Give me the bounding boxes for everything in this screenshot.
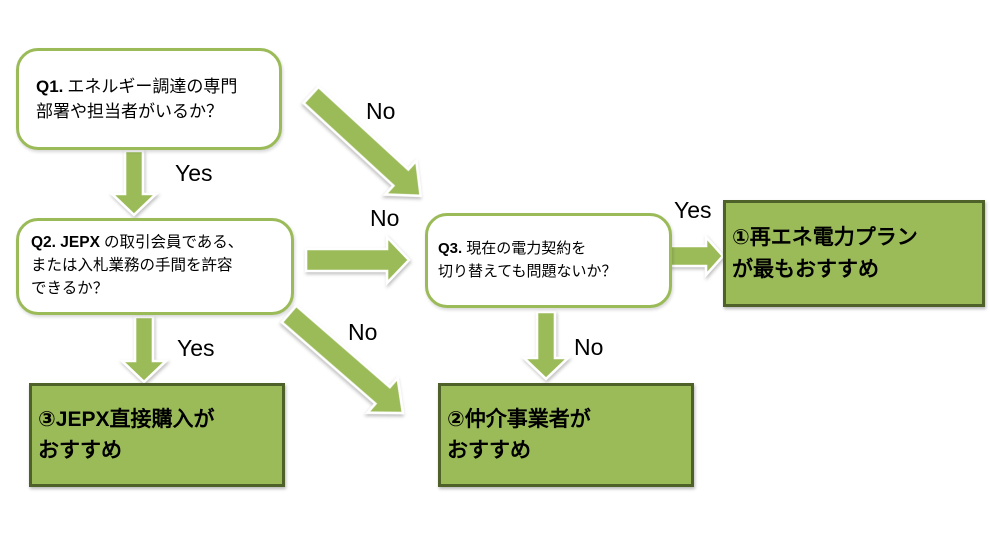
question-box-q3: Q3.現在の電力契約を 切り替えても問題ないか？ bbox=[425, 213, 672, 308]
result3-line2: おすすめ bbox=[38, 439, 122, 462]
arrow-q1-yes-down bbox=[108, 149, 160, 217]
q3-text-line1: Q3.現在の電力契約を bbox=[438, 238, 669, 260]
label-q3-yes: Yes bbox=[674, 197, 712, 223]
label-q1-yes: Yes bbox=[175, 160, 213, 186]
arrow-q2-yes-down bbox=[118, 315, 170, 384]
label-q1-no: No bbox=[366, 98, 396, 124]
label-q2-diag-no: No bbox=[348, 319, 378, 345]
q1-line1-text: エネルギー調達の専門 bbox=[67, 76, 238, 96]
question-box-q1: Q1.エネルギー調達の専門 部署や担当者がいるか？ bbox=[16, 48, 282, 150]
q2-text-line3: できるか？ bbox=[31, 279, 109, 297]
q3-line1-text: 現在の電力契約を bbox=[466, 240, 587, 258]
q2-text-line2: または入札業務の手間を許容 bbox=[31, 257, 233, 275]
arrow-q2-no-right bbox=[304, 233, 411, 287]
q1-text-line1: Q1.エネルギー調達の専門 bbox=[36, 74, 279, 99]
result2-line2: おすすめ bbox=[447, 439, 531, 462]
arrow-q3-yes-right bbox=[668, 233, 725, 279]
result-box-2-broker: ②仲介事業者が おすすめ bbox=[438, 383, 694, 487]
q1-prefix: Q1. bbox=[36, 76, 64, 96]
result1-line2: が最もおすすめ bbox=[732, 257, 879, 281]
label-q2-to-q3-no: No bbox=[370, 205, 400, 231]
label-q3-no: No bbox=[574, 334, 604, 360]
result2-line1: ②仲介事業者が bbox=[447, 407, 591, 431]
q2-line1-text: の取引会員である、 bbox=[103, 234, 244, 252]
arrow-q2-no-diagonal bbox=[279, 303, 405, 415]
q3-text-line2: 切り替えても問題ないか？ bbox=[438, 262, 617, 280]
result-box-1-renewable-plan: ①再エネ電力プラン が最もおすすめ bbox=[723, 200, 985, 307]
q2-prefix: Q2. JEPX bbox=[31, 234, 100, 252]
result-box-3-jepx-direct: ③JEPX直接購入が おすすめ bbox=[29, 383, 285, 487]
arrow-q3-no-down bbox=[520, 310, 572, 381]
arrow-q1-no-diagonal bbox=[301, 85, 423, 198]
result3-line1: ③JEPX直接購入が bbox=[38, 407, 215, 431]
q1-text-line2: 部署や担当者がいるか？ bbox=[36, 102, 223, 121]
label-q2-yes: Yes bbox=[177, 335, 215, 361]
result1-line1: ①再エネ電力プラン bbox=[732, 226, 918, 249]
q3-prefix: Q3. bbox=[438, 240, 463, 258]
